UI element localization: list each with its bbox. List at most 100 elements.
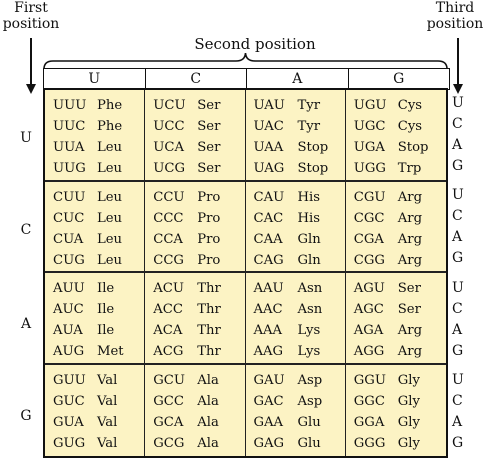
codon-entry: UGU Cys <box>354 95 446 116</box>
codon-triplet: GCG <box>153 435 185 451</box>
codon-triplet: GGG <box>353 435 386 451</box>
amino-acid: Ala <box>197 372 219 388</box>
third-base-a: A <box>452 229 463 245</box>
second-position-brace <box>43 52 448 70</box>
codon-triplet: CAC <box>253 210 284 226</box>
codon-triplet: AAU <box>253 281 284 296</box>
amino-acid: Leu <box>97 231 123 247</box>
second-base-g: G <box>347 69 450 89</box>
codon-triplet: AUG <box>53 344 85 359</box>
amino-acid: Ser <box>397 302 421 317</box>
amino-acid: Cys <box>397 119 423 134</box>
codon-triplet: UCG <box>153 161 185 176</box>
amino-acid: Glu <box>297 414 321 430</box>
amino-acid: Asn <box>297 281 323 296</box>
first-base-c: C <box>20 222 32 238</box>
codon-triplet: CAA <box>253 231 283 247</box>
amino-acid: Val <box>97 372 118 388</box>
codon-triplet: CUA <box>53 231 84 247</box>
codon-triplet: CUU <box>53 189 86 205</box>
amino-acid: Asp <box>297 393 323 409</box>
codon-triplet: UGU <box>353 98 387 113</box>
codon-triplet: UGA <box>353 140 385 155</box>
codon-triplet: CCU <box>153 189 185 205</box>
codon-triplet: CGG <box>353 252 385 268</box>
codon-triplet: GCU <box>153 372 185 388</box>
codon-triplet: GGC <box>353 393 385 409</box>
amino-acid: Pro <box>197 189 221 205</box>
amino-acid: Ser <box>197 98 221 113</box>
third-base-u: U <box>452 95 464 111</box>
amino-acid: Ile <box>97 281 115 296</box>
codon-triplet: GUG <box>53 435 86 451</box>
codon-triplet: AGU <box>353 281 385 296</box>
codon-triplet: AGC <box>353 302 384 317</box>
codon-triplet: UAG <box>253 161 285 176</box>
amino-acid: Cys <box>397 98 423 113</box>
codon-triplet: AUU <box>53 281 85 296</box>
third-base-u: U <box>452 187 464 203</box>
first-position-label: First position <box>0 0 62 32</box>
amino-acid: Glu <box>297 435 321 451</box>
amino-acid: Val <box>97 393 118 409</box>
codon-entry: UUG Leu <box>53 158 144 179</box>
codon-entry: GCU Ala <box>153 370 244 391</box>
codon-triplet: GGU <box>353 372 386 388</box>
first-position-line2: position <box>2 16 60 32</box>
codon-triplet: GUU <box>53 372 86 388</box>
codon-triplet: GGA <box>353 414 385 430</box>
second-base-c: C <box>144 69 247 89</box>
amino-acid: Arg <box>397 210 423 226</box>
amino-acid: Gln <box>297 231 321 247</box>
codon-triplet: UUU <box>53 98 87 113</box>
amino-acid: Phe <box>97 98 123 113</box>
third-base-c: C <box>452 393 463 409</box>
codon-triplet: AGA <box>353 323 384 338</box>
second-position-header-row: U C A G <box>43 68 450 90</box>
amino-acid: Gln <box>297 252 321 268</box>
codon-triplet: UUG <box>53 161 86 176</box>
codon-triplet: AAA <box>253 323 283 338</box>
amino-acid: Lys <box>297 344 321 359</box>
amino-acid: Leu <box>97 161 123 176</box>
amino-acid: Tyr <box>297 98 321 113</box>
amino-acid: Ile <box>97 302 115 317</box>
third-base-c: C <box>452 301 463 317</box>
third-base-g: G <box>452 435 464 451</box>
